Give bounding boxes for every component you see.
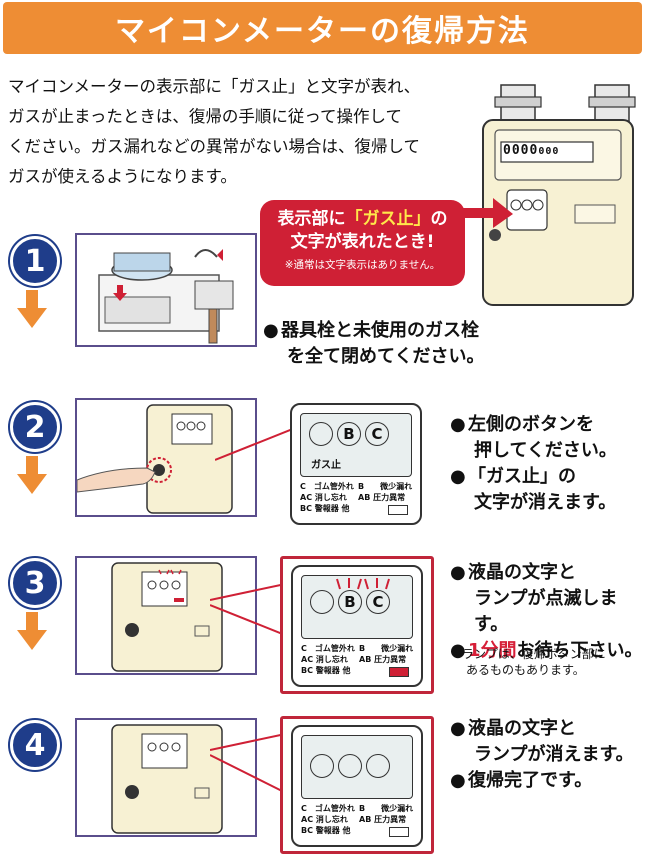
step-4-line: ●復帰完了です。 <box>450 770 593 791</box>
lcd-circle-blank <box>310 590 334 614</box>
step-1-line: を全て閉めてください。 <box>287 346 485 367</box>
step-4-line: ●液晶の文字と <box>450 718 576 739</box>
callout-line1: 表示部に「ガス止」の <box>277 209 448 229</box>
step-2-line: 文字が消えます。 <box>474 492 617 513</box>
step-1-text: ●器具栓と未使用のガス栓 を全て閉めてください。 <box>263 318 484 370</box>
step-3-text: ●液晶の文字と ランプが点滅します。 ●1分間お待ち下さい。 <box>450 560 645 664</box>
intro-line: ください。ガス漏れなどの異常がない場合は、復帰して <box>8 137 421 156</box>
lcd-circle-c: C <box>366 590 390 614</box>
lcd-circle-blank <box>338 754 362 778</box>
lcd-display: B C ガス止 <box>300 413 412 477</box>
step-3-illustration <box>75 556 257 675</box>
lamp-lit <box>389 667 409 677</box>
step-3-note: ※ランプは、復帰ボタン部に あるものもあります。 <box>452 647 606 677</box>
title-bar: マイコンメーターの復帰方法 <box>3 2 642 54</box>
callout-line2: 文字が表れたとき! <box>290 232 435 252</box>
lcd-display <box>301 735 413 799</box>
step-4-illustration <box>75 718 257 837</box>
lcd-circle-blank <box>366 754 390 778</box>
lcd-circle-blank <box>309 422 333 446</box>
step-3-number: 3 <box>10 558 60 608</box>
step-4-line: ランプが消えます。 <box>474 744 634 765</box>
down-arrow-icon <box>17 612 47 650</box>
step-2-text: ●左側のボタンを 押してください。 ●「ガス止」の 文字が消えます。 <box>450 412 617 516</box>
page-title: マイコンメーターの復帰方法 <box>114 14 531 49</box>
zoom-connector <box>210 732 291 796</box>
lamp <box>389 827 409 837</box>
lcd-circle-blank <box>310 754 334 778</box>
step-2-illustration <box>75 398 257 517</box>
callout-arrow <box>455 198 513 228</box>
counter-digits: 0000 <box>503 143 539 158</box>
step-1-number: 1 <box>10 236 60 286</box>
gas-stop-label: ガス止 <box>311 460 341 471</box>
intro-line: マイコンメーターの表示部に「ガス止」と文字が表れ、 <box>8 77 421 96</box>
step-2-line: ●「ガス止」の <box>450 466 576 487</box>
down-arrow-icon <box>17 290 47 328</box>
lcd-display: B C <box>301 575 413 639</box>
step-3-line: ランプが点滅します。 <box>474 588 618 635</box>
counter-digits-small: 000 <box>538 146 560 157</box>
lcd-circle-b: B <box>338 590 362 614</box>
intro-line: ガスが使えるようになります。 <box>8 167 237 186</box>
down-arrow-icon <box>17 456 47 494</box>
step-2-number: 2 <box>10 402 60 452</box>
step-4-number: 4 <box>10 720 60 770</box>
lcd-circle-c: C <box>365 422 389 446</box>
zoom-connector <box>215 427 295 461</box>
step-2-line: 押してください。 <box>474 440 617 461</box>
step-3-line: ●1分間お待ち下さい。 <box>450 640 643 661</box>
step-4-text: ●液晶の文字と ランプが消えます。 ●復帰完了です。 <box>450 716 634 794</box>
meter-counter: 0000000 <box>503 143 559 158</box>
blink-rays-icon <box>336 578 390 590</box>
callout-note: ※通常は文字表示はありません。 <box>284 259 441 271</box>
alert-callout: 表示部に「ガス止」の 文字が表れたとき! ※通常は文字表示はありません。 <box>260 200 465 286</box>
intro-line: ガスが止まったときは、復帰の手順に従って操作して <box>8 107 403 126</box>
step-3-line: ●液晶の文字と <box>450 562 576 583</box>
lamp <box>388 505 408 515</box>
step-2-line: ●左側のボタンを <box>450 414 594 435</box>
zoom-connector <box>210 582 291 638</box>
step-1-line: ●器具栓と未使用のガス栓 <box>263 320 479 341</box>
intro-text: マイコンメーターの表示部に「ガス止」と文字が表れ、 ガスが止まったときは、復帰の… <box>8 72 458 192</box>
lcd-circle-b: B <box>337 422 361 446</box>
step-1-illustration <box>75 233 257 347</box>
